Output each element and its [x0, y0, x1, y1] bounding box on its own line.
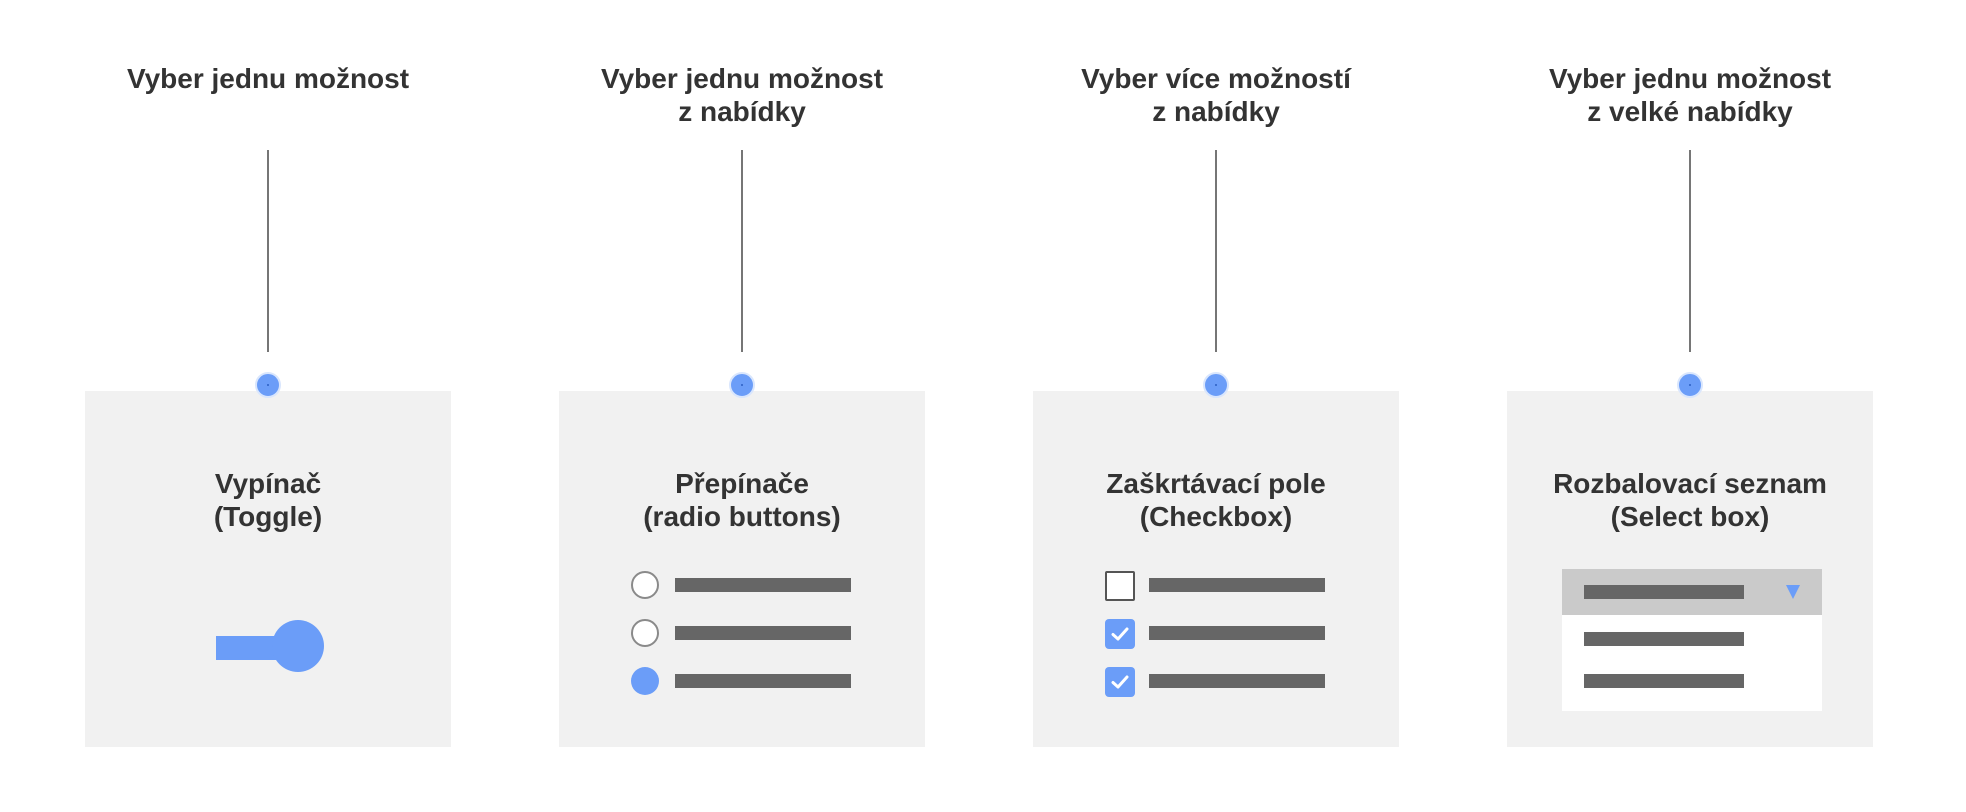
checkbox-option[interactable]	[1105, 569, 1345, 601]
option-label-placeholder	[1149, 578, 1325, 592]
toggle-switch[interactable]	[216, 620, 326, 676]
checkbox-option[interactable]	[1105, 617, 1345, 649]
card-checkbox: Zaškrtávací pole (Checkbox)	[1033, 391, 1399, 747]
checkmark-icon	[1111, 627, 1129, 641]
select-box-header[interactable]	[1562, 569, 1822, 615]
option-label-placeholder	[1584, 632, 1744, 646]
select-list-item[interactable]	[1562, 619, 1822, 659]
connector-dot	[1677, 372, 1703, 398]
card-title: Přepínače (radio buttons)	[643, 468, 841, 532]
checkbox-checked[interactable]	[1105, 667, 1135, 697]
radio-button[interactable]	[631, 667, 659, 695]
card-select: Rozbalovací seznam (Select box)	[1507, 391, 1873, 747]
radio-button[interactable]	[631, 619, 659, 647]
checkbox[interactable]	[1105, 571, 1135, 601]
option-label-placeholder	[675, 578, 851, 592]
card-radio: Přepínače (radio buttons)	[559, 391, 925, 747]
card-title: Vypínač (Toggle)	[213, 468, 323, 532]
option-label-placeholder	[1584, 674, 1744, 688]
card-title: Rozbalovací seznam (Select box)	[1553, 468, 1827, 532]
checkmark-icon	[1111, 675, 1129, 689]
connector-line	[1215, 150, 1217, 352]
selected-value-placeholder	[1584, 585, 1744, 599]
column-toggle: Vyber jednu možnost Vypínač (Toggle)	[28, 0, 508, 812]
option-label-placeholder	[1149, 674, 1325, 688]
select-box[interactable]	[1562, 569, 1822, 711]
connector-dot	[255, 372, 281, 398]
column-select: Vyber jednu možnost z velké nabídky Rozb…	[1450, 0, 1930, 812]
column-heading: Vyber jednu možnost z velké nabídky	[1548, 63, 1832, 127]
column-heading: Vyber jednu možnost	[126, 63, 410, 94]
radio-button[interactable]	[631, 571, 659, 599]
card-title: Zaškrtávací pole (Checkbox)	[1106, 468, 1326, 532]
column-radio: Vyber jednu možnost z nabídky Přepínače …	[502, 0, 982, 812]
radio-option[interactable]	[631, 569, 871, 599]
column-checkbox: Vyber více možností z nabídky Zaškrtávac…	[976, 0, 1456, 812]
checkbox-option[interactable]	[1105, 665, 1345, 697]
column-heading: Vyber více možností z nabídky	[1081, 63, 1351, 127]
triangle-down-icon[interactable]	[1786, 585, 1800, 599]
checkbox-checked[interactable]	[1105, 619, 1135, 649]
connector-dot	[729, 372, 755, 398]
option-label-placeholder	[1149, 626, 1325, 640]
option-label-placeholder	[675, 626, 851, 640]
select-list-item[interactable]	[1562, 661, 1822, 701]
toggle-knob	[272, 620, 324, 672]
connector-line	[1689, 150, 1691, 352]
connector-line	[741, 150, 743, 352]
option-label-placeholder	[675, 674, 851, 688]
column-heading: Vyber jednu možnost z nabídky	[600, 63, 884, 127]
connector-line	[267, 150, 269, 352]
radio-option[interactable]	[631, 617, 871, 647]
connector-dot	[1203, 372, 1229, 398]
radio-option[interactable]	[631, 665, 871, 695]
card-toggle: Vypínač (Toggle)	[85, 391, 451, 747]
